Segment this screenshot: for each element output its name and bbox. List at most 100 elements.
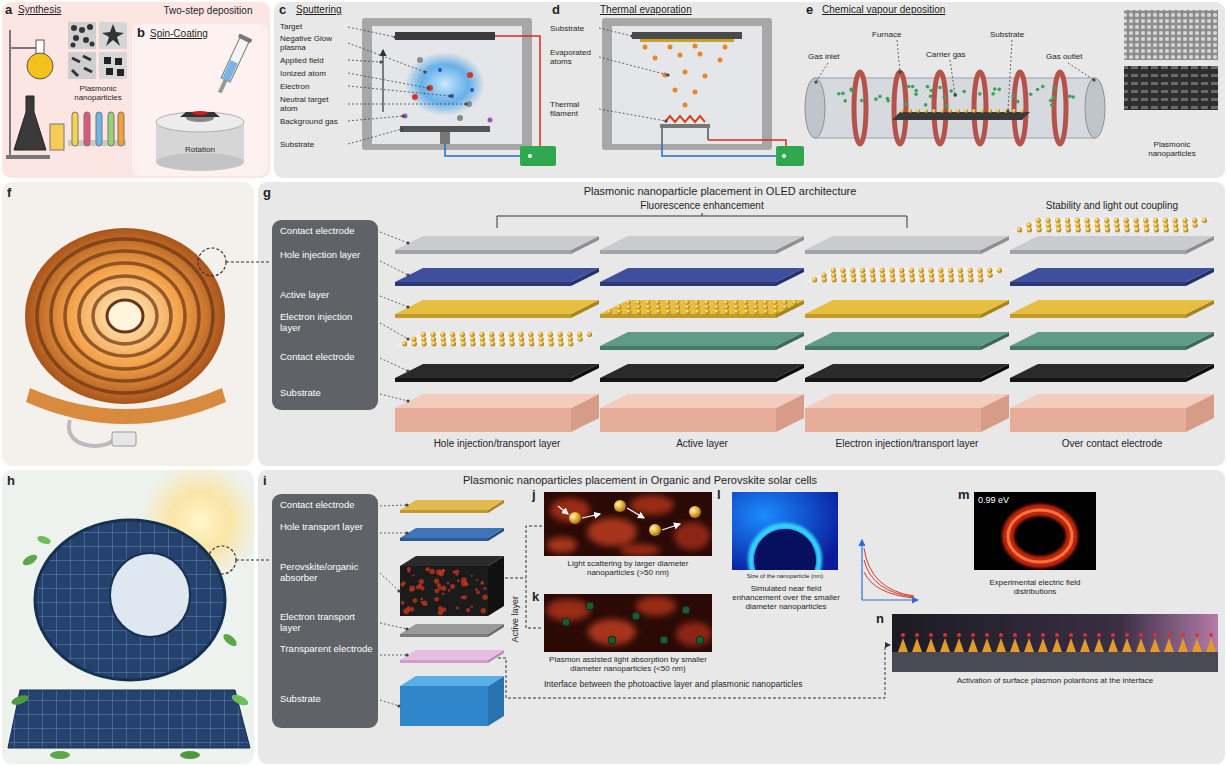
- leader-line: [380, 655, 407, 656]
- text-slot: l: [717, 488, 731, 503]
- spin-coater: [180, 112, 220, 117]
- panel-letter: n: [876, 612, 890, 627]
- gas-particle: [929, 94, 933, 98]
- gas-particle: [954, 93, 958, 97]
- solar-roll-panel: [140, 462, 260, 582]
- absorber-grain: [463, 595, 467, 599]
- stack-caption: Hole injection/transport layer: [397, 438, 597, 450]
- gas-particle: [1052, 96, 1056, 100]
- device-layer: [1186, 394, 1214, 432]
- absorber-grain: [425, 567, 429, 571]
- oled-roll-panel: [26, 388, 226, 424]
- text-slot: Stability and light out coupling: [1012, 200, 1212, 212]
- nanoparticle: [509, 336, 514, 341]
- device-layer: [400, 538, 488, 541]
- panel-heading: Sputtering: [296, 4, 416, 16]
- nanoparticle: [656, 305, 661, 310]
- absorption-image: [546, 599, 590, 621]
- nanoparticle: [685, 309, 690, 314]
- scattering-image: [689, 506, 701, 518]
- nanoparticle: [1065, 218, 1070, 223]
- scattering-image: [550, 498, 590, 522]
- nanoparticle: [685, 305, 690, 310]
- nanoparticle: [500, 341, 505, 346]
- leader-dot: [630, 34, 633, 37]
- device-layer: [776, 332, 804, 350]
- nanoparticle: [626, 300, 631, 305]
- absorber-grain: [438, 606, 442, 610]
- nanoparticle: [939, 272, 944, 277]
- absorber-grain: [447, 582, 450, 585]
- nanoparticle: [1065, 222, 1070, 227]
- text-slot: Neutral target atom: [280, 95, 346, 113]
- absorber-grain: [482, 595, 487, 600]
- solar-roll-panel: [50, 751, 70, 759]
- nanoparticle: [841, 272, 846, 277]
- near-field-map: [732, 492, 838, 594]
- nanoparticle: [529, 341, 534, 346]
- evaporation-chamber: [683, 70, 688, 75]
- sputtering-chamber: [520, 146, 556, 166]
- solar-roll-panel: [21, 553, 39, 568]
- part-label: Gas outlet: [1046, 52, 1102, 61]
- absorption-image: [660, 636, 668, 644]
- gas-particle: [945, 104, 949, 108]
- tem-micrographs: [99, 52, 127, 79]
- cvd-furnace: [805, 78, 825, 138]
- device-layer: [395, 250, 571, 254]
- nanoparticle: [480, 336, 485, 341]
- nanoparticle: [900, 277, 905, 282]
- oled-stack: [805, 236, 1009, 432]
- tem-micrographs: [79, 27, 85, 33]
- glassware-drawing: [84, 112, 90, 146]
- surface-plasmon-cone: [940, 638, 950, 652]
- surface-plasmon-cone: [982, 638, 992, 652]
- panel-letter: e: [806, 3, 820, 18]
- text-slot: Hole injection/transport layer: [397, 438, 597, 450]
- device-layer: [400, 676, 504, 686]
- nanoparticle: [997, 268, 1002, 273]
- evaporation-chamber: [708, 140, 786, 146]
- bracket-label: Active layer: [510, 591, 520, 647]
- panel-letter: f: [7, 186, 21, 201]
- absorber-grain: [437, 583, 441, 587]
- nanoparticle: [948, 272, 953, 277]
- text-slot: Chemical vapour deposition: [822, 4, 1022, 16]
- nanoparticle: [1173, 222, 1178, 227]
- nanoparticle: [646, 309, 651, 314]
- cvd-furnace: [854, 72, 866, 144]
- nanoparticle: [1192, 218, 1197, 223]
- panel-title: Plasmonic nanoparticle placement in OLED…: [420, 185, 1020, 198]
- spin-coater: [156, 122, 244, 162]
- layer-list-box: Contact electrodeHole injection layerAct…: [272, 220, 378, 410]
- gas-particle: [886, 97, 890, 101]
- nanoparticle: [1095, 227, 1100, 232]
- device-layer: [1010, 364, 1214, 378]
- absorber-grain: [442, 607, 447, 612]
- absorption-image: [546, 596, 712, 646]
- device-layer: [400, 686, 488, 726]
- nanoparticle: [704, 305, 709, 310]
- device-layer: [1010, 300, 1214, 314]
- cvd-furnace: [892, 112, 1030, 120]
- text-slot: Substrate: [550, 24, 598, 33]
- absorber-grain: [407, 567, 411, 571]
- field-hotspot: [999, 633, 1003, 637]
- sputtering-chamber: [457, 115, 463, 121]
- nanoparticle: [812, 277, 817, 282]
- bracket-lines: [497, 213, 907, 228]
- absorption-image: [636, 596, 676, 616]
- nanoparticle: [1085, 218, 1090, 223]
- text-slot: Active layer: [602, 438, 802, 450]
- device-layer: [776, 394, 804, 432]
- nanoparticle: [763, 300, 768, 305]
- nanoparticle: [1114, 218, 1119, 223]
- device-layer: [600, 364, 804, 378]
- glassware-drawing: [6, 155, 50, 159]
- gas-particle: [938, 86, 942, 90]
- nanoparticle: [1094, 218, 1099, 223]
- plasmon-interface-image: [892, 614, 1218, 672]
- nanoparticle: [724, 305, 729, 310]
- nanoparticle: [880, 268, 885, 273]
- surface-plasmon-cone: [1024, 638, 1034, 652]
